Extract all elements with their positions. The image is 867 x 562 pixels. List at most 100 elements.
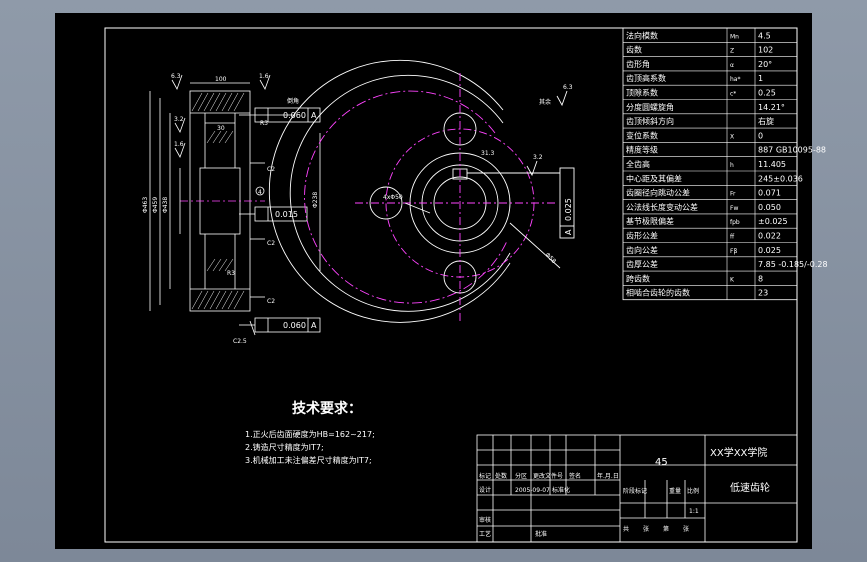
dia-label-3: Φ438 [162, 197, 169, 213]
param-value: ±0.025 [758, 217, 788, 226]
gear-outer-arc [268, 59, 511, 323]
material-code: 45 [655, 457, 668, 468]
param-value: 0.071 [758, 189, 781, 198]
tb-sheet-total: 共 [623, 525, 629, 533]
param-name: 相啮合齿轮的齿数 [626, 288, 690, 298]
param-value: 0 [758, 131, 763, 140]
param-name: 齿顶高系数 [626, 73, 666, 83]
param-value: 11.405 [758, 160, 786, 169]
dia-label-4: Φ238 [312, 192, 319, 208]
param-name: 跨齿数 [626, 273, 650, 283]
tb-standard-label: 标准化 [552, 486, 570, 494]
roughness-all-mark [556, 90, 568, 107]
tb-stage-label: 阶段标记 [623, 487, 647, 495]
gear-drawing: 100 30 0.060 A 0.015 0.060 A C2 C2 C2 C2… [104, 27, 828, 543]
param-value: 1 [758, 74, 763, 83]
param-value: 887 GB10095-88 [758, 146, 826, 155]
tol-top-datum: A [311, 111, 317, 120]
param-symbol: ha* [730, 76, 740, 83]
hatch-top [191, 92, 245, 144]
param-value: 0.25 [758, 89, 776, 98]
tb-scale-value: 1:1 [689, 508, 699, 515]
roughness-mark-4 [174, 142, 186, 158]
tech-req-item-3: 3.机械加工未注偏差尺寸精度为IT7; [245, 455, 372, 465]
tb-label-zone: 分区 [515, 472, 527, 480]
part-name: 低速齿轮 [730, 481, 770, 494]
keyway-roughness-mark [526, 160, 538, 177]
param-value: 右旋 [758, 116, 774, 126]
roughness-label-1: 6.3 [171, 73, 181, 80]
keyway-tol-datum: A [564, 229, 573, 235]
roughness-mark-1 [171, 74, 183, 90]
param-name: 齿顶倾斜方向 [626, 116, 674, 126]
tb-label-date: 年.月.日 [597, 472, 619, 480]
tech-req-heading: 技术要求： [292, 400, 362, 417]
side-note-label: 倒角 [287, 97, 299, 105]
param-value: 8 [758, 274, 763, 283]
roughness-all-text: 其余 [539, 98, 551, 106]
chamfer-label-3: C2 [267, 298, 275, 305]
param-name: 齿向公差 [626, 245, 658, 255]
dim-inner-label: 30 [217, 125, 225, 132]
datum-circle [255, 186, 265, 196]
param-value: 14.21° [758, 103, 785, 112]
param-symbol: Fr [730, 191, 736, 198]
roughness-label-4: 1.6 [174, 141, 184, 148]
tb-sheet-num: 第 [663, 525, 669, 533]
param-symbol: Mn [730, 33, 739, 40]
keyway-tol-value: 0.025 [564, 198, 573, 221]
chamfer-label-4: C2.5 [233, 338, 247, 345]
param-name: 分度圆螺旋角 [626, 102, 674, 112]
tb-sheet-total-unit: 张 [643, 525, 649, 533]
tb-approve-label: 批准 [535, 530, 547, 538]
param-value: 245±0.036 [758, 174, 803, 183]
hole-label: 4xΦ50 [383, 194, 403, 201]
dim-top-label: 100 [215, 76, 227, 83]
param-symbol: Z [730, 48, 734, 55]
dia-label-2: Φ459 [152, 197, 159, 213]
param-value: 7.85 -0.185/-0.28 [758, 260, 828, 269]
school-name: XX学XX学院 [710, 446, 767, 459]
param-value: 23 [758, 289, 768, 298]
param-symbol: Fβ [730, 248, 737, 255]
tol-top-value: 0.060 [283, 111, 306, 120]
tb-scale-label: 比例 [687, 487, 699, 495]
params-table-border [622, 27, 798, 301]
tb-label-docno: 更改文件号 [533, 472, 563, 480]
bore-leader [509, 222, 561, 269]
pitch-circle [304, 90, 508, 304]
param-symbol: fpb [730, 219, 740, 226]
roughness-mark-3 [174, 117, 186, 133]
param-name: 法向模数 [626, 30, 658, 40]
tol-mid-value: 0.015 [275, 210, 298, 219]
keyway-rough-label: 3.2 [533, 154, 543, 161]
tb-design-label: 设计 [479, 486, 491, 494]
tb-sheet-num-unit: 张 [683, 525, 689, 533]
title-block [476, 434, 798, 543]
lightening-hole-left [369, 186, 403, 220]
param-name: 齿圈径向跳动公差 [626, 188, 690, 198]
tb-weight-label: 重量 [669, 487, 681, 495]
front-view [268, 59, 575, 323]
tb-label-count: 处数 [495, 472, 507, 480]
roughness-mark-2 [259, 74, 271, 90]
param-name: 齿形角 [626, 59, 650, 69]
param-symbol: K [730, 276, 735, 283]
param-value: 0.025 [758, 246, 781, 255]
tb-label-mark: 标记 [479, 472, 491, 480]
param-name: 精度等级 [626, 145, 658, 155]
roughness-label-3: 3.2 [174, 116, 184, 123]
keyway-dim-label: 31.3 [481, 150, 495, 157]
tech-req-item-2: 2.铸造尺寸精度为IT7; [245, 442, 324, 452]
param-name: 公法线长度变动公差 [626, 202, 698, 212]
gear-root-arc [289, 74, 511, 312]
param-value: 102 [758, 46, 773, 55]
param-value: 0.022 [758, 232, 781, 241]
param-name: 齿厚公差 [626, 259, 658, 269]
tol-bottom-value: 0.060 [283, 321, 306, 330]
radius-label-2: R3 [227, 270, 235, 277]
param-name: 齿形公差 [626, 231, 658, 241]
drawing-sheet: 100 30 0.060 A 0.015 0.060 A C2 C2 C2 C2… [55, 13, 828, 549]
tech-req-item-1: 1.正火后齿面硬度为HB=162~217; [245, 429, 375, 439]
